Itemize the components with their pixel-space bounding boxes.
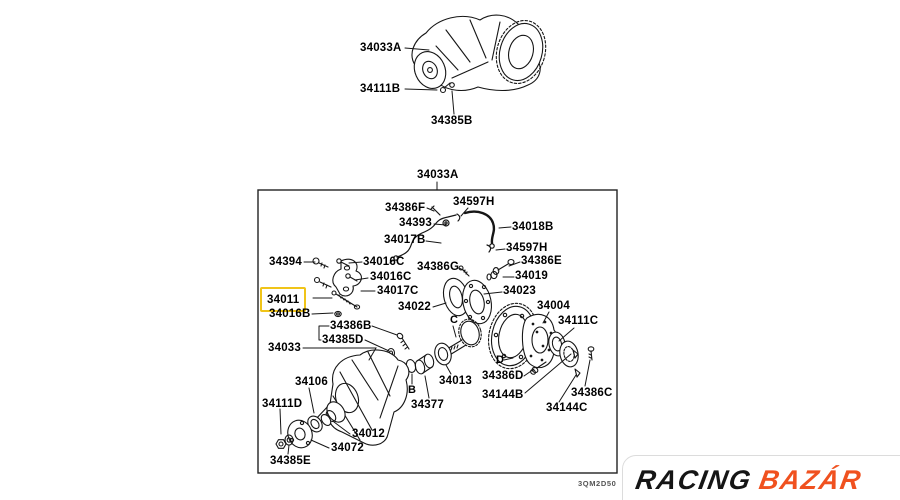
part-label-34111D: 34111D bbox=[262, 398, 303, 410]
nut-34111D-drawing bbox=[275, 439, 287, 449]
logo-word-bazar: BAZÁR bbox=[756, 465, 865, 495]
part-label-34072: 34072 bbox=[331, 442, 364, 454]
bolt-34386C-drawing bbox=[587, 346, 595, 361]
pinion-parts-drawing bbox=[386, 277, 492, 375]
connector-34393-drawing bbox=[442, 219, 450, 227]
part-label-34018B: 34018B bbox=[512, 221, 554, 233]
bolt-34016C-1-drawing bbox=[336, 258, 350, 267]
bearing-34013-drawing bbox=[434, 342, 452, 366]
bolt-34386B-drawing bbox=[396, 332, 410, 350]
part-label-34144B: 34144B bbox=[482, 389, 524, 401]
part-label-34016B: 34016B bbox=[269, 308, 311, 320]
part-label-34386E: 34386E bbox=[521, 255, 562, 267]
washer-34016B-drawing bbox=[334, 310, 342, 318]
plug-34019-drawing bbox=[486, 270, 498, 281]
highlight-box-34011: 34011 bbox=[260, 287, 307, 312]
part-label-34111B: 34111B bbox=[360, 83, 401, 95]
bolt-34386F-top-drawing bbox=[430, 205, 441, 216]
part-label-34033A-header: 34033A bbox=[417, 169, 459, 181]
ref-letter-c: C bbox=[450, 314, 458, 326]
part-label-34385B: 34385B bbox=[431, 115, 473, 127]
part-label-34004: 34004 bbox=[537, 300, 570, 312]
part-label-34386G: 34386G bbox=[417, 261, 460, 273]
hose-34018B-drawing bbox=[463, 210, 496, 245]
part-label-34106: 34106 bbox=[295, 376, 328, 388]
part-label-34023: 34023 bbox=[503, 285, 536, 297]
part-label-34011: 34011 bbox=[267, 294, 300, 306]
part-label-34386B: 34386B bbox=[330, 320, 372, 332]
spacer-34377-drawing bbox=[414, 353, 435, 375]
part-label-34016C-2: 34016C bbox=[370, 271, 412, 283]
part-label-34393: 34393 bbox=[399, 217, 432, 229]
part-label-34386F: 34386F bbox=[385, 202, 426, 214]
part-label-34012: 34012 bbox=[352, 428, 385, 440]
bolt-34111B-drawing bbox=[439, 82, 451, 94]
leader-lines bbox=[279, 47, 591, 455]
stud-34144B-drawing bbox=[572, 349, 579, 359]
part-label-34022: 34022 bbox=[398, 301, 431, 313]
bolt-34386D-drawing bbox=[530, 361, 547, 375]
breather-34011-drawing bbox=[331, 290, 361, 310]
clip-34597H-2-drawing bbox=[486, 244, 492, 253]
part-label-34386D: 34386D bbox=[482, 370, 524, 382]
part-label-34385E: 34385E bbox=[270, 455, 311, 467]
plug-34385B-drawing bbox=[449, 82, 455, 88]
ring-gear-diff-drawing bbox=[487, 302, 595, 378]
logo-word-racing: RACING bbox=[633, 465, 755, 495]
part-label-34385D: 34385D bbox=[322, 334, 364, 346]
clip-34597H-1-drawing bbox=[456, 213, 461, 222]
part-label-34377: 34377 bbox=[411, 399, 444, 411]
part-label-34597H: 34597H bbox=[453, 196, 495, 208]
collar-34012-drawing bbox=[320, 410, 337, 426]
diagram-plate-code: 3QM2D50 bbox=[578, 479, 617, 488]
ref-letter-b: B bbox=[408, 384, 416, 396]
carrier-housing-drawing bbox=[275, 349, 410, 449]
center-fasteners-drawing bbox=[458, 258, 515, 281]
part-label-34597H-2: 34597H bbox=[506, 242, 548, 254]
rear-diff-assembly-drawing bbox=[411, 14, 547, 94]
part-label-34386C: 34386C bbox=[571, 387, 613, 399]
part-label-34017B: 34017B bbox=[384, 234, 426, 246]
retainer-34023-drawing bbox=[462, 279, 492, 325]
flange-34072-drawing bbox=[287, 419, 313, 449]
part-label-34144C: 34144C bbox=[546, 402, 588, 414]
part-label-34017C: 34017C bbox=[377, 285, 419, 297]
bolt-34394-drawing bbox=[312, 257, 329, 269]
bolt-34386F-2-drawing bbox=[313, 276, 332, 289]
part-label-34111C: 34111C bbox=[558, 315, 599, 327]
part-label-34033: 34033 bbox=[268, 342, 301, 354]
part-label-34033A-top: 34033A bbox=[360, 42, 402, 54]
part-label-34394: 34394 bbox=[269, 256, 302, 268]
part-label-34013: 34013 bbox=[439, 375, 472, 387]
ref-letter-d: D bbox=[496, 354, 504, 366]
part-label-34016C: 34016C bbox=[363, 256, 405, 268]
part-label-34019: 34019 bbox=[515, 270, 548, 282]
brake-tube-drawing bbox=[389, 205, 496, 264]
left-bolt-cluster-drawing bbox=[312, 257, 362, 318]
stud-34144C-drawing bbox=[574, 368, 581, 378]
